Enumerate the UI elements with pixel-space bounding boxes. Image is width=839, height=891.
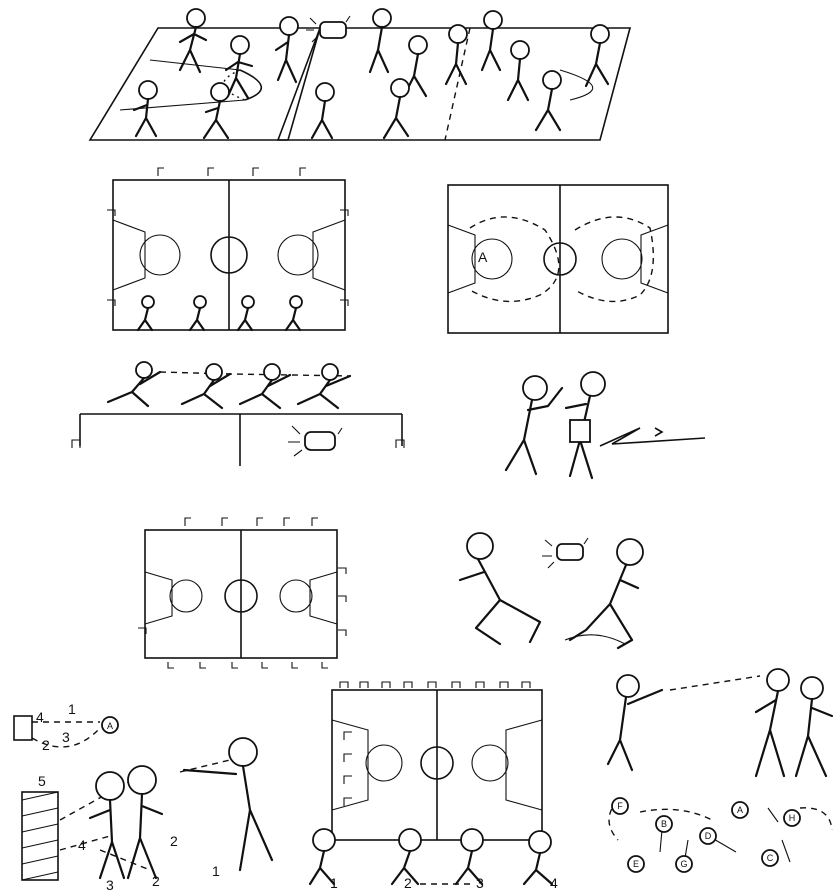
- two-runners-whistle: [460, 533, 643, 648]
- label-A: A: [107, 721, 113, 731]
- court-diagram-5: 1 2 3 4: [310, 682, 558, 891]
- label-3: 3: [62, 729, 70, 745]
- label-1: 1: [68, 701, 76, 717]
- court-diagram-4: [138, 518, 346, 668]
- label-D: D: [705, 831, 712, 841]
- whistle-icon: [542, 538, 588, 568]
- label-B: B: [661, 819, 667, 829]
- label-4: 4: [78, 837, 86, 853]
- svg-text:A: A: [478, 249, 488, 265]
- whistle-icon: [306, 16, 350, 42]
- label-4: 4: [36, 709, 44, 725]
- label-4: 4: [550, 875, 558, 891]
- label-F: F: [617, 801, 623, 811]
- label-E: E: [633, 859, 639, 869]
- label-3: 3: [476, 875, 484, 891]
- label-1: 1: [212, 863, 220, 879]
- box-drill-diagram: A 1 4 2 3 5 4 2 3 2 1: [14, 701, 272, 891]
- passing-drill-diagram: F B D A H E G C: [608, 669, 832, 872]
- court-diagram-2: [107, 168, 348, 330]
- label-5: 5: [38, 773, 46, 789]
- label-A: A: [737, 805, 743, 815]
- label-3: 3: [106, 877, 114, 891]
- two-runners-arrow: [506, 372, 705, 478]
- label-G: G: [680, 859, 687, 869]
- court-diagram-circulation: A: [448, 185, 668, 333]
- label-H: H: [789, 813, 796, 823]
- label-2: 2: [170, 833, 178, 849]
- label-C: C: [767, 853, 774, 863]
- sprint-line-diagram: [72, 362, 404, 466]
- label-1: 1: [330, 875, 338, 891]
- label-2: 2: [42, 737, 50, 753]
- whistle-icon: [288, 426, 342, 456]
- label-2: 2: [404, 875, 412, 891]
- label-2: 2: [152, 873, 160, 889]
